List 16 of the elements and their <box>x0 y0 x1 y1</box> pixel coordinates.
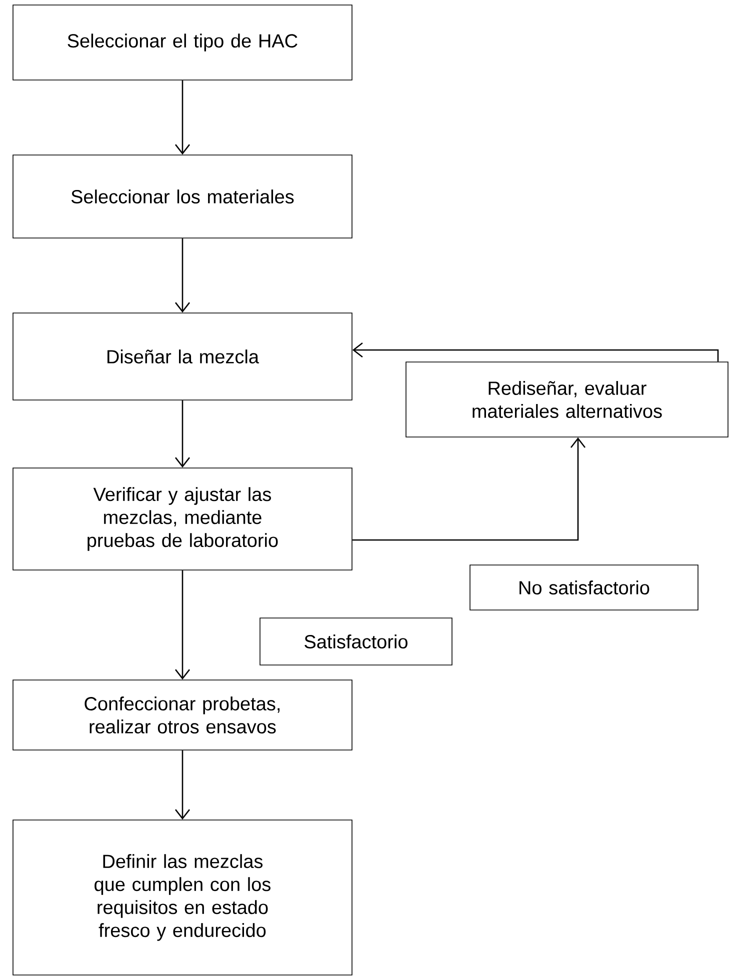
arrow <box>352 437 586 541</box>
process-box: Confeccionar probetas, realizar otros ensavos <box>12 680 352 750</box>
arrow <box>174 80 190 155</box>
arrow <box>174 750 190 820</box>
condition-box: No satisfactorio <box>470 564 698 610</box>
arrow <box>174 570 190 680</box>
arrow <box>174 400 190 468</box>
process-box: Definir las mezclas que cumplen con los requisitos en estado fresco y endurecido <box>12 820 352 976</box>
process-box: Diseñar la mezcla <box>12 312 352 400</box>
process-box: Verificar y ajustar las mezclas, mediante pruebas de laboratorio <box>12 468 352 570</box>
arrow <box>174 238 190 313</box>
condition-box: Satisfactorio <box>260 618 452 666</box>
process-box: Seleccionar los materiales <box>12 154 352 238</box>
process-box: Seleccionar el tipo de HAC <box>12 4 352 80</box>
arrow <box>352 342 719 362</box>
process-box: Rediseñar, evaluar materiales alternativos <box>406 362 728 438</box>
